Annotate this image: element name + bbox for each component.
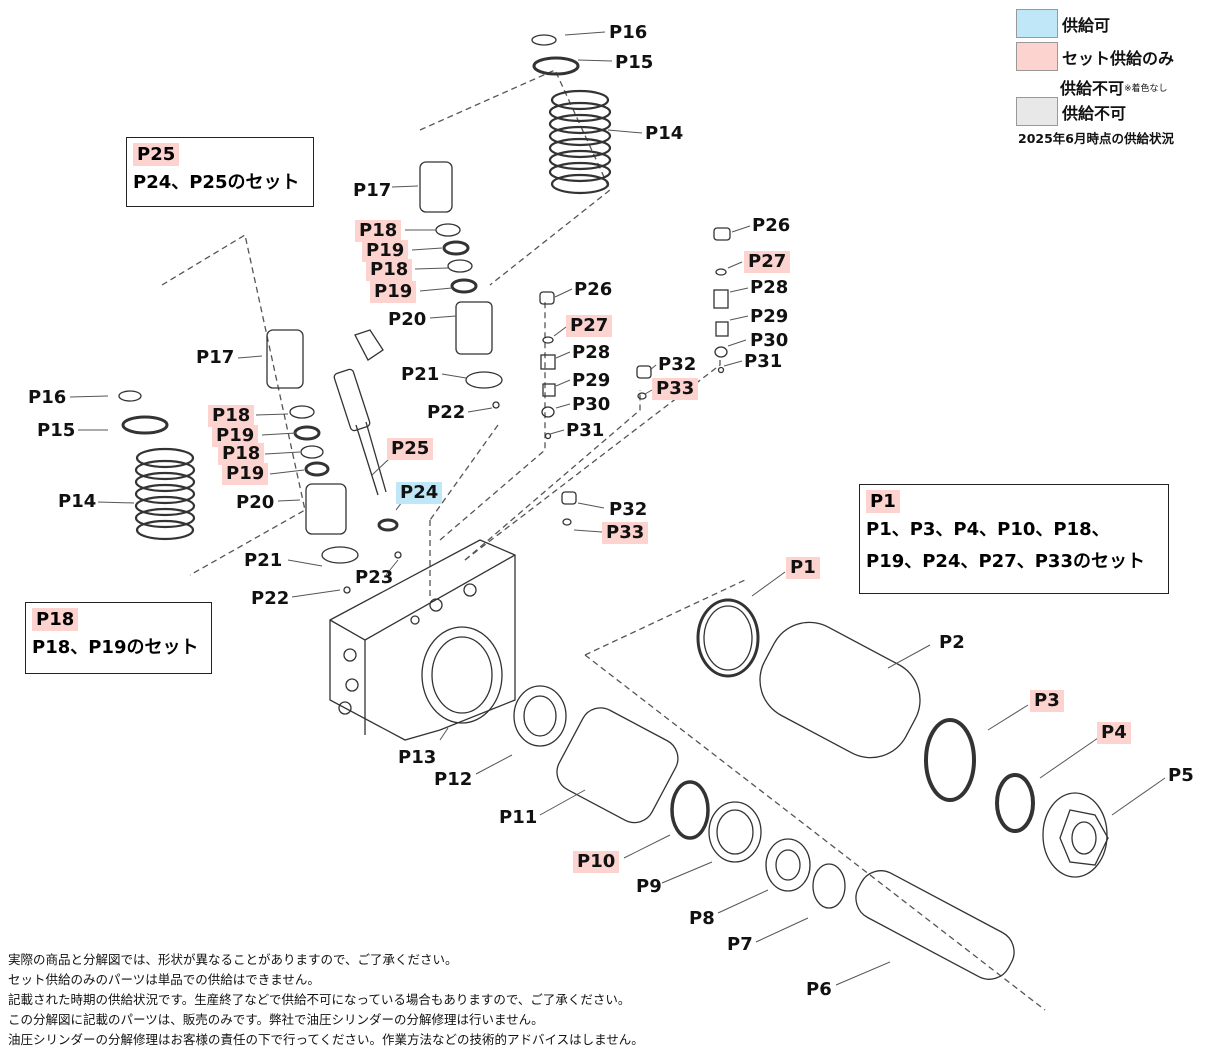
swatch-supply-ok xyxy=(1016,9,1058,38)
legend-supply-ok: 供給可 xyxy=(1016,9,1110,38)
set-box-p18: P18 P18、P19のセット xyxy=(25,602,212,674)
part-label: P28 xyxy=(750,277,789,298)
part-label: P5 xyxy=(1168,765,1194,786)
part-label: P26 xyxy=(752,215,791,236)
legend-label: 供給不可 xyxy=(1062,103,1127,123)
part-label: P15 xyxy=(615,52,654,73)
part-label: P22 xyxy=(251,588,290,609)
legend-label: セット供給のみ xyxy=(1062,48,1175,68)
part-label: P14 xyxy=(645,123,684,144)
part-label: P33 xyxy=(652,378,699,400)
part-label: P27 xyxy=(744,251,791,273)
part-label: P24 xyxy=(396,482,443,504)
part-label: P18 xyxy=(366,259,413,281)
part-label: P23 xyxy=(355,567,394,588)
legend-label: 供給不可 xyxy=(1060,79,1125,98)
part-label: P16 xyxy=(28,387,67,408)
part-label: P17 xyxy=(196,347,235,368)
legend-label: 供給可 xyxy=(1062,15,1111,35)
part-label: P26 xyxy=(574,279,613,300)
swatch-no-supply xyxy=(1016,97,1058,126)
legend-no-supply: 供給不可 xyxy=(1016,97,1126,126)
part-label: P21 xyxy=(401,364,440,385)
part-label: P14 xyxy=(58,491,97,512)
set-box-text-line1: P1、P3、P4、P10、P18、 xyxy=(866,519,1110,540)
set-box-text-line2: P19、P24、P27、P33のセット xyxy=(866,551,1145,572)
part-label: P7 xyxy=(727,934,753,955)
part-label: P19 xyxy=(370,281,417,303)
part-label: P33 xyxy=(602,522,649,544)
note-line: この分解図に記載のパーツは、販売のみです。弊社で油圧シリンダーの分解修理は行いま… xyxy=(8,1012,544,1027)
part-label: P25 xyxy=(387,438,434,460)
legend-note: ※着色なし xyxy=(1124,83,1168,94)
part-label: P29 xyxy=(750,306,789,327)
part-label: P30 xyxy=(750,330,789,351)
part-label: P2 xyxy=(939,632,965,653)
part-label: P32 xyxy=(609,499,648,520)
part-label: P11 xyxy=(499,807,538,828)
note-line: 実際の商品と分解図では、形状が異なることがありますので、ご了承ください。 xyxy=(8,952,458,967)
part-label: P9 xyxy=(636,876,662,897)
part-label: P22 xyxy=(427,402,466,423)
note-line: 記載された時期の供給状況です。生産終了などで供給不可になっている場合もありますの… xyxy=(8,992,631,1007)
part-label: P17 xyxy=(353,180,392,201)
part-label: P13 xyxy=(398,747,437,768)
part-label: P30 xyxy=(572,394,611,415)
disclaimer-notes: 実際の商品と分解図では、形状が異なることがありますので、ご了承ください。 セット… xyxy=(8,950,644,1050)
part-label: P28 xyxy=(572,342,611,363)
part-label: P18 xyxy=(355,220,402,242)
part-label: P1 xyxy=(786,557,820,579)
part-label: P31 xyxy=(744,351,783,372)
part-label: P20 xyxy=(236,492,275,513)
legend-set-only: セット供給のみ xyxy=(1016,42,1174,71)
part-label: P8 xyxy=(689,908,715,929)
part-label: P19 xyxy=(212,425,259,447)
legend-as-of: 2025年6月時点の供給状況 xyxy=(1018,131,1174,146)
set-box-p25: P25 P24、P25のセット xyxy=(126,137,314,207)
part-label: P10 xyxy=(573,851,620,873)
part-label: P18 xyxy=(218,443,265,465)
set-box-text: P18、P19のセット xyxy=(32,637,199,658)
part-label: P19 xyxy=(362,240,409,262)
set-box-p1: P1 P1、P3、P4、P10、P18、 P19、P24、P27、P33のセット xyxy=(859,484,1169,594)
part-label: P27 xyxy=(566,315,613,337)
set-box-header: P1 xyxy=(866,490,900,513)
part-label: P19 xyxy=(222,463,269,485)
part-label: P29 xyxy=(572,370,611,391)
set-box-header: P25 xyxy=(133,143,180,166)
swatch-set-only xyxy=(1016,42,1058,71)
part-label: P16 xyxy=(609,22,648,43)
set-box-header: P18 xyxy=(32,608,79,631)
part-label: P18 xyxy=(208,405,255,427)
note-line: 油圧シリンダーの分解修理はお客様の責任の下で行ってください。作業方法などの技術的… xyxy=(8,1032,644,1047)
part-label: P3 xyxy=(1030,690,1064,712)
part-label: P15 xyxy=(37,420,76,441)
part-label: P6 xyxy=(806,979,832,1000)
part-label: P12 xyxy=(434,769,473,790)
set-box-text: P24、P25のセット xyxy=(133,172,300,193)
note-line: セット供給のみのパーツは単品での供給はできません。 xyxy=(8,972,320,987)
legend-no-supply-uncolored: 供給不可 ※着色なし xyxy=(1060,75,1168,99)
part-label: P20 xyxy=(388,309,427,330)
part-label: P4 xyxy=(1097,722,1131,744)
part-label: P32 xyxy=(658,354,697,375)
part-label: P31 xyxy=(566,420,605,441)
part-label: P21 xyxy=(244,550,283,571)
